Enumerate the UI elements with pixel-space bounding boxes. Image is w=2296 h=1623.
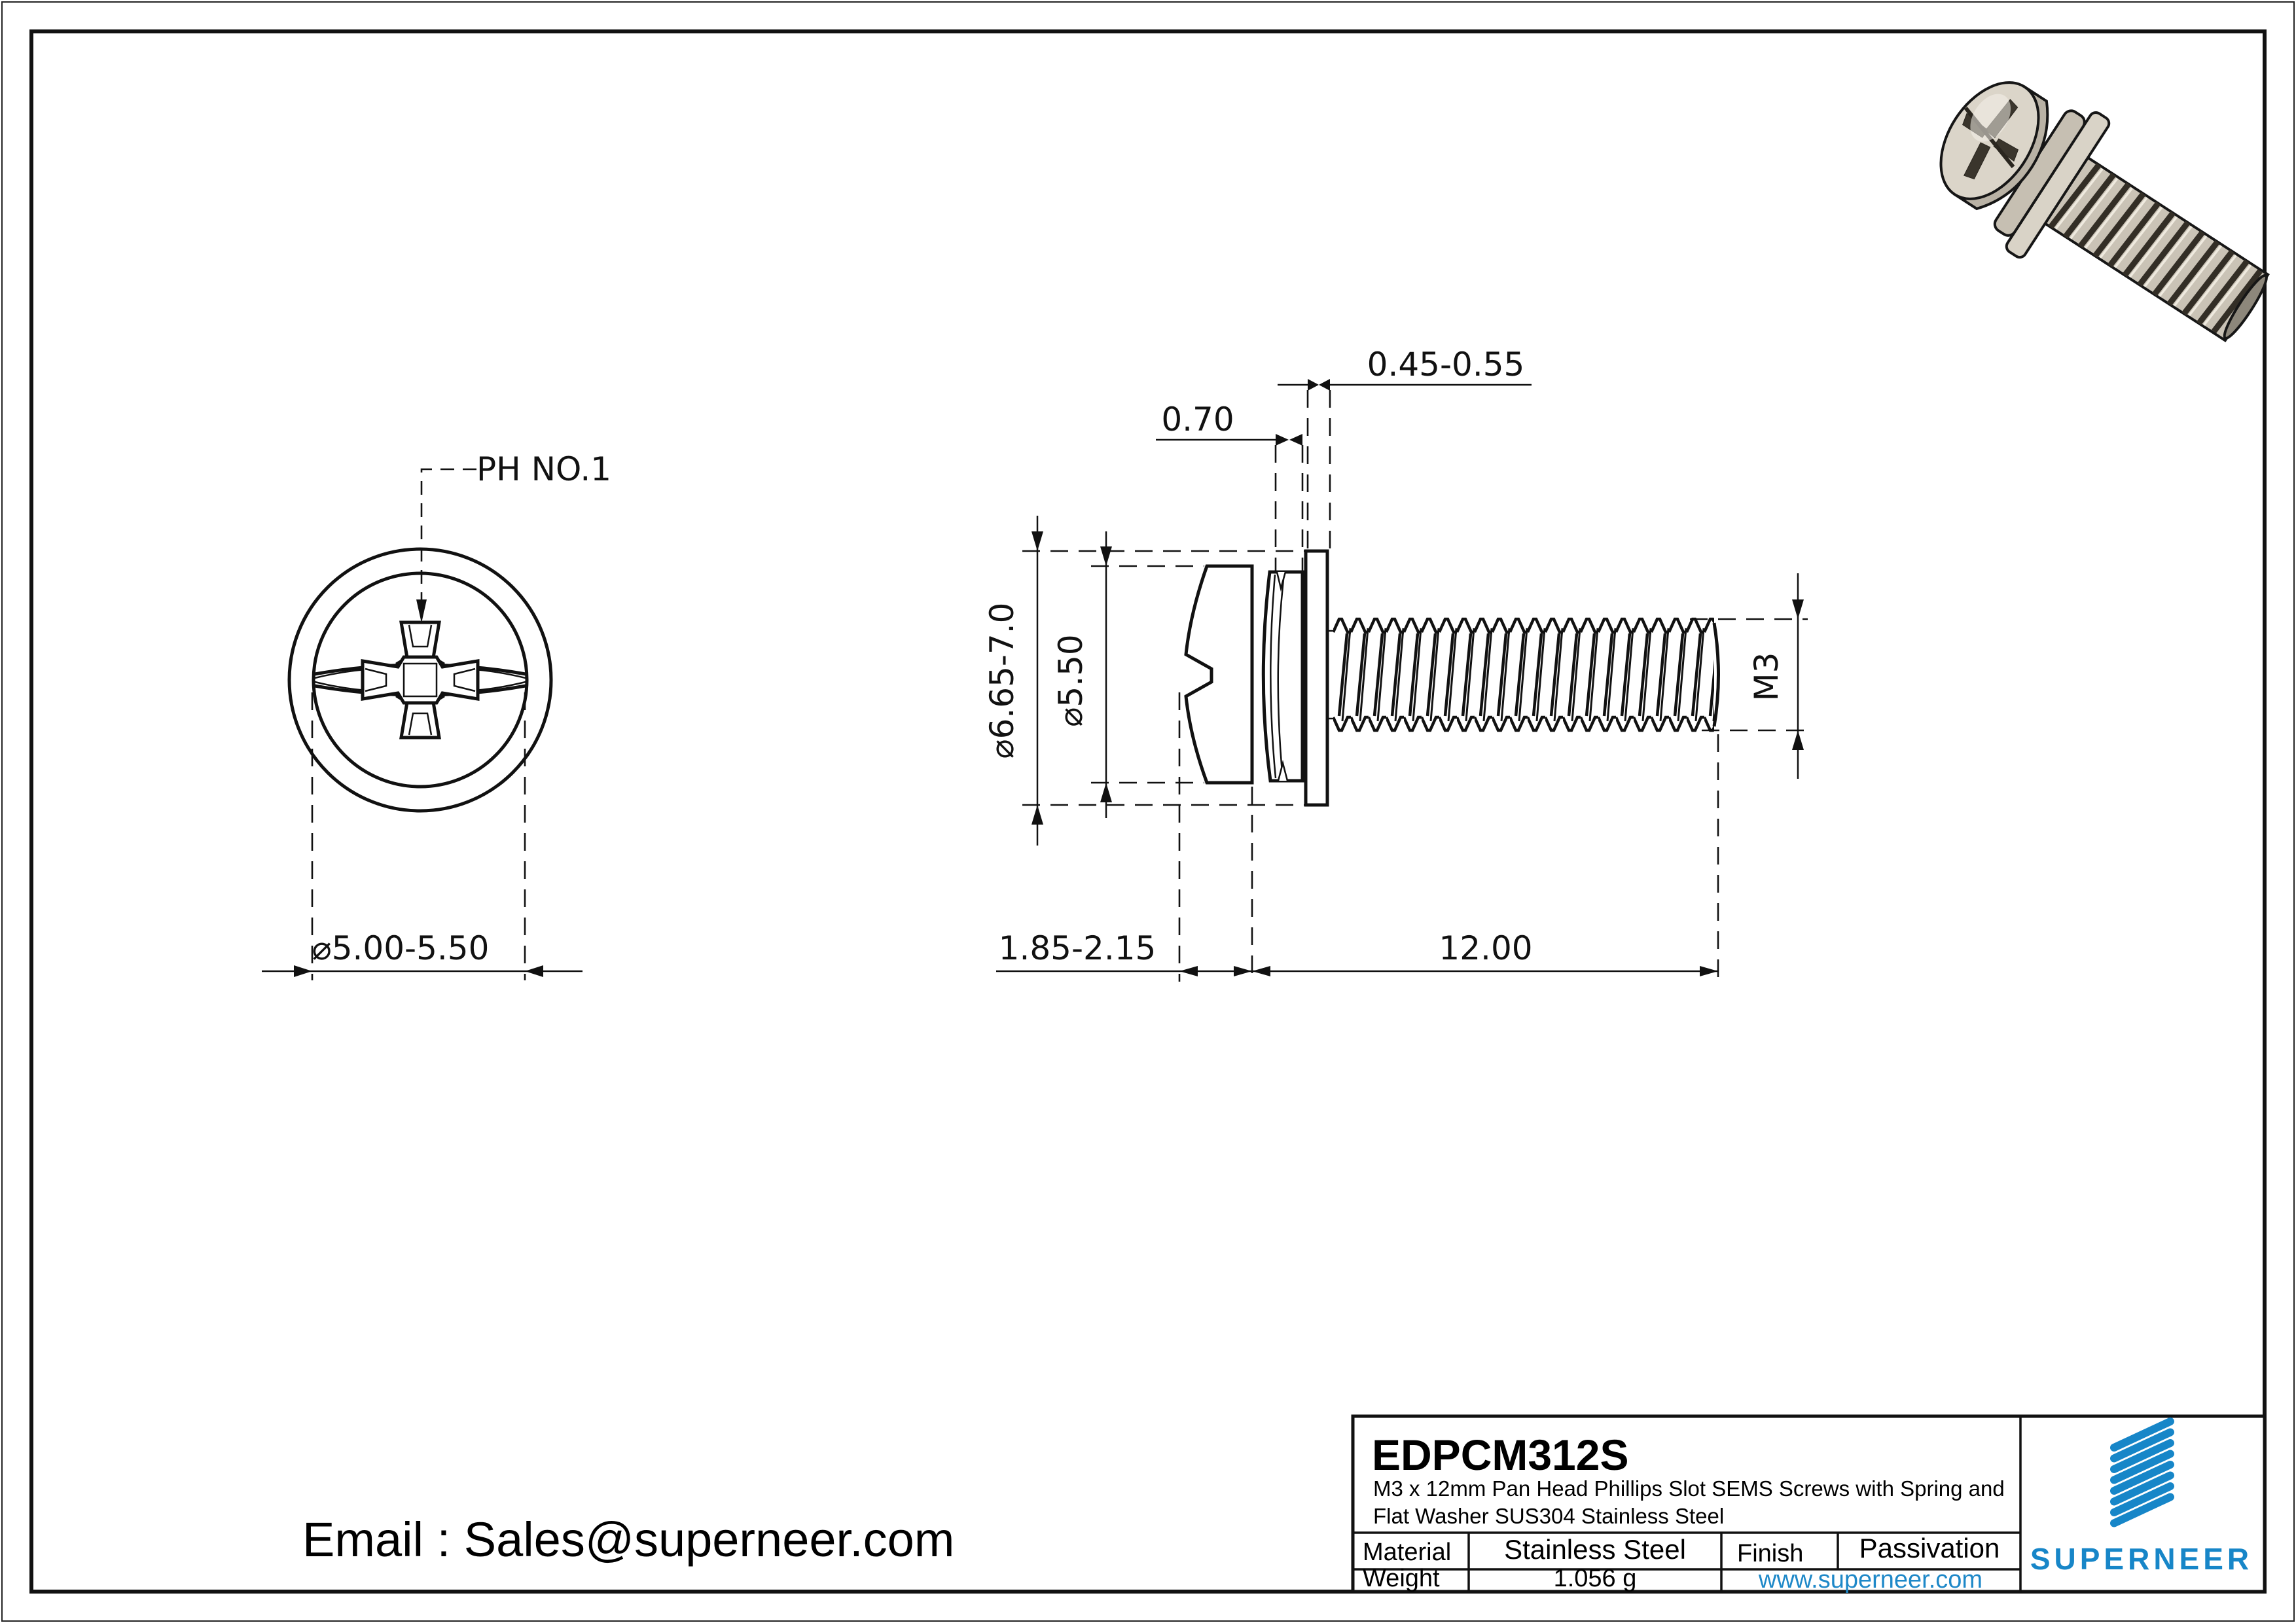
screw-3d-render [1939,81,2270,342]
drive-label: PH NO.1 [476,450,611,488]
pan-head [1184,564,1254,785]
head-diameter-dimension: ⌀5.00-5.50 [262,692,583,980]
thread-spec-text: M3 [1748,652,1785,702]
side-head-diameter-text: ⌀5.50 [1052,634,1090,726]
description-line1: M3 x 12mm Pan Head Phillips Slot SEMS Sc… [1373,1476,2005,1501]
spring-thickness-dimension: 0.70 [1156,401,1304,571]
side-view: 0.70 0.45-0.55 ⌀6.65-7.0 [983,346,1808,982]
brand-name: SUPERNEER [2030,1542,2253,1576]
finish-label: Finish [1737,1540,1803,1567]
length-dimensions: 1.85-2.15 12.00 [996,692,1719,982]
head-diameter-text: ⌀5.00-5.50 [312,929,490,967]
description-line2: Flat Washer SUS304 Stainless Steel [1373,1504,1724,1528]
superneer-logo-icon [2110,1418,2174,1527]
side-head-diameter-dimension: ⌀5.50 [1052,531,1204,818]
part-number: EDPCM312S [1372,1431,1629,1479]
email-text: Email : Sales@superneer.com [302,1512,954,1567]
spring-thickness-text: 0.70 [1161,401,1234,438]
thread-length-text: 12.00 [1439,929,1532,967]
front-view: PH NO.1 ⌀5.00-5.50 [262,450,611,980]
phillips-cross-icon [361,620,480,740]
title-block: EDPCM312S M3 x 12mm Pan Head Phillips Sl… [1351,1414,2267,1594]
flat-washer-thickness-text: 0.45-0.55 [1367,346,1525,383]
weight-label: Weight [1363,1565,1440,1592]
flat-washer [1304,549,1329,807]
flat-washer-thickness-dimension: 0.45-0.55 [1278,346,1532,548]
washer-diameter-dimension: ⌀6.65-7.0 [983,516,1304,846]
threaded-shank [1327,616,1720,733]
material-value: Stainless Steel [1504,1534,1686,1565]
website-link[interactable]: www.superneer.com [1758,1566,1982,1594]
material-label: Material [1363,1539,1451,1566]
weight-value: 1.056 g [1554,1565,1637,1592]
thread-spec-dimension: M3 [1690,573,1808,779]
washer-diameter-text: ⌀6.65-7.0 [983,603,1021,759]
spring-washer [1261,570,1304,783]
finish-value: Passivation [1859,1533,2000,1563]
drive-leader [416,468,476,623]
head-height-text: 1.85-2.15 [999,929,1157,967]
